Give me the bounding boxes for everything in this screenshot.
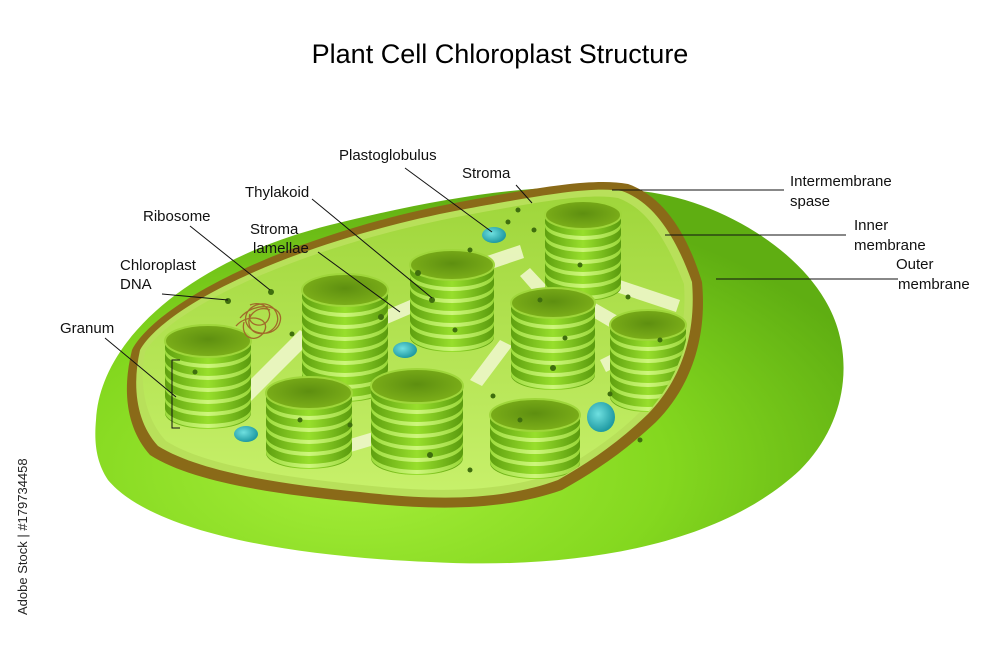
label-stroma-lamellae-line1: Stroma — [250, 221, 299, 238]
granum-stack-8 — [370, 368, 464, 475]
plastoglobulus-1 — [482, 227, 506, 243]
label-chloroplast-dna-line2: DNA — [120, 276, 152, 293]
chloroplast-dna — [235, 303, 282, 339]
label-outer-membrane-line2: membrane — [898, 276, 970, 293]
plastoglobulus-2 — [393, 342, 417, 358]
stock-watermark: Adobe Stock | #179734458 — [15, 458, 30, 615]
granum-stack-1 — [544, 200, 622, 301]
granum-stack-7 — [265, 376, 353, 469]
grana-group — [164, 200, 687, 479]
leader-lines — [104, 167, 898, 429]
label-stroma-lamellae-line2: lamellae — [253, 240, 309, 257]
label-thylakoid: Thylakoid — [245, 184, 309, 201]
label-stroma: Stroma — [462, 165, 511, 182]
granum-stack-4 — [510, 287, 596, 390]
ribosomes — [192, 207, 663, 473]
label-intermembrane-line1: Intermembrane — [790, 173, 892, 190]
granum-stack-6 — [164, 324, 252, 429]
label-inner-membrane-line2: membrane — [854, 237, 926, 254]
label-plastoglobulus: Plastoglobulus — [339, 147, 437, 164]
label-chloroplast-dna-line1: Chloroplast — [120, 257, 197, 274]
page-title: Plant Cell Chloroplast Structure — [312, 39, 689, 69]
label-inner-membrane-line1: Inner — [854, 217, 888, 234]
labels: Plastoglobulus Stroma Thylakoid Ribosome… — [60, 147, 970, 337]
label-intermembrane-line2: spase — [790, 193, 830, 210]
label-outer-membrane-line1: Outer — [896, 256, 934, 273]
plastoglobulus-3 — [234, 426, 258, 442]
granum-stack-9 — [489, 398, 581, 479]
plastoglobulus-4 — [587, 402, 615, 432]
granum-stack-2 — [409, 249, 495, 352]
label-granum: Granum — [60, 320, 114, 337]
label-ribosome: Ribosome — [143, 208, 211, 225]
